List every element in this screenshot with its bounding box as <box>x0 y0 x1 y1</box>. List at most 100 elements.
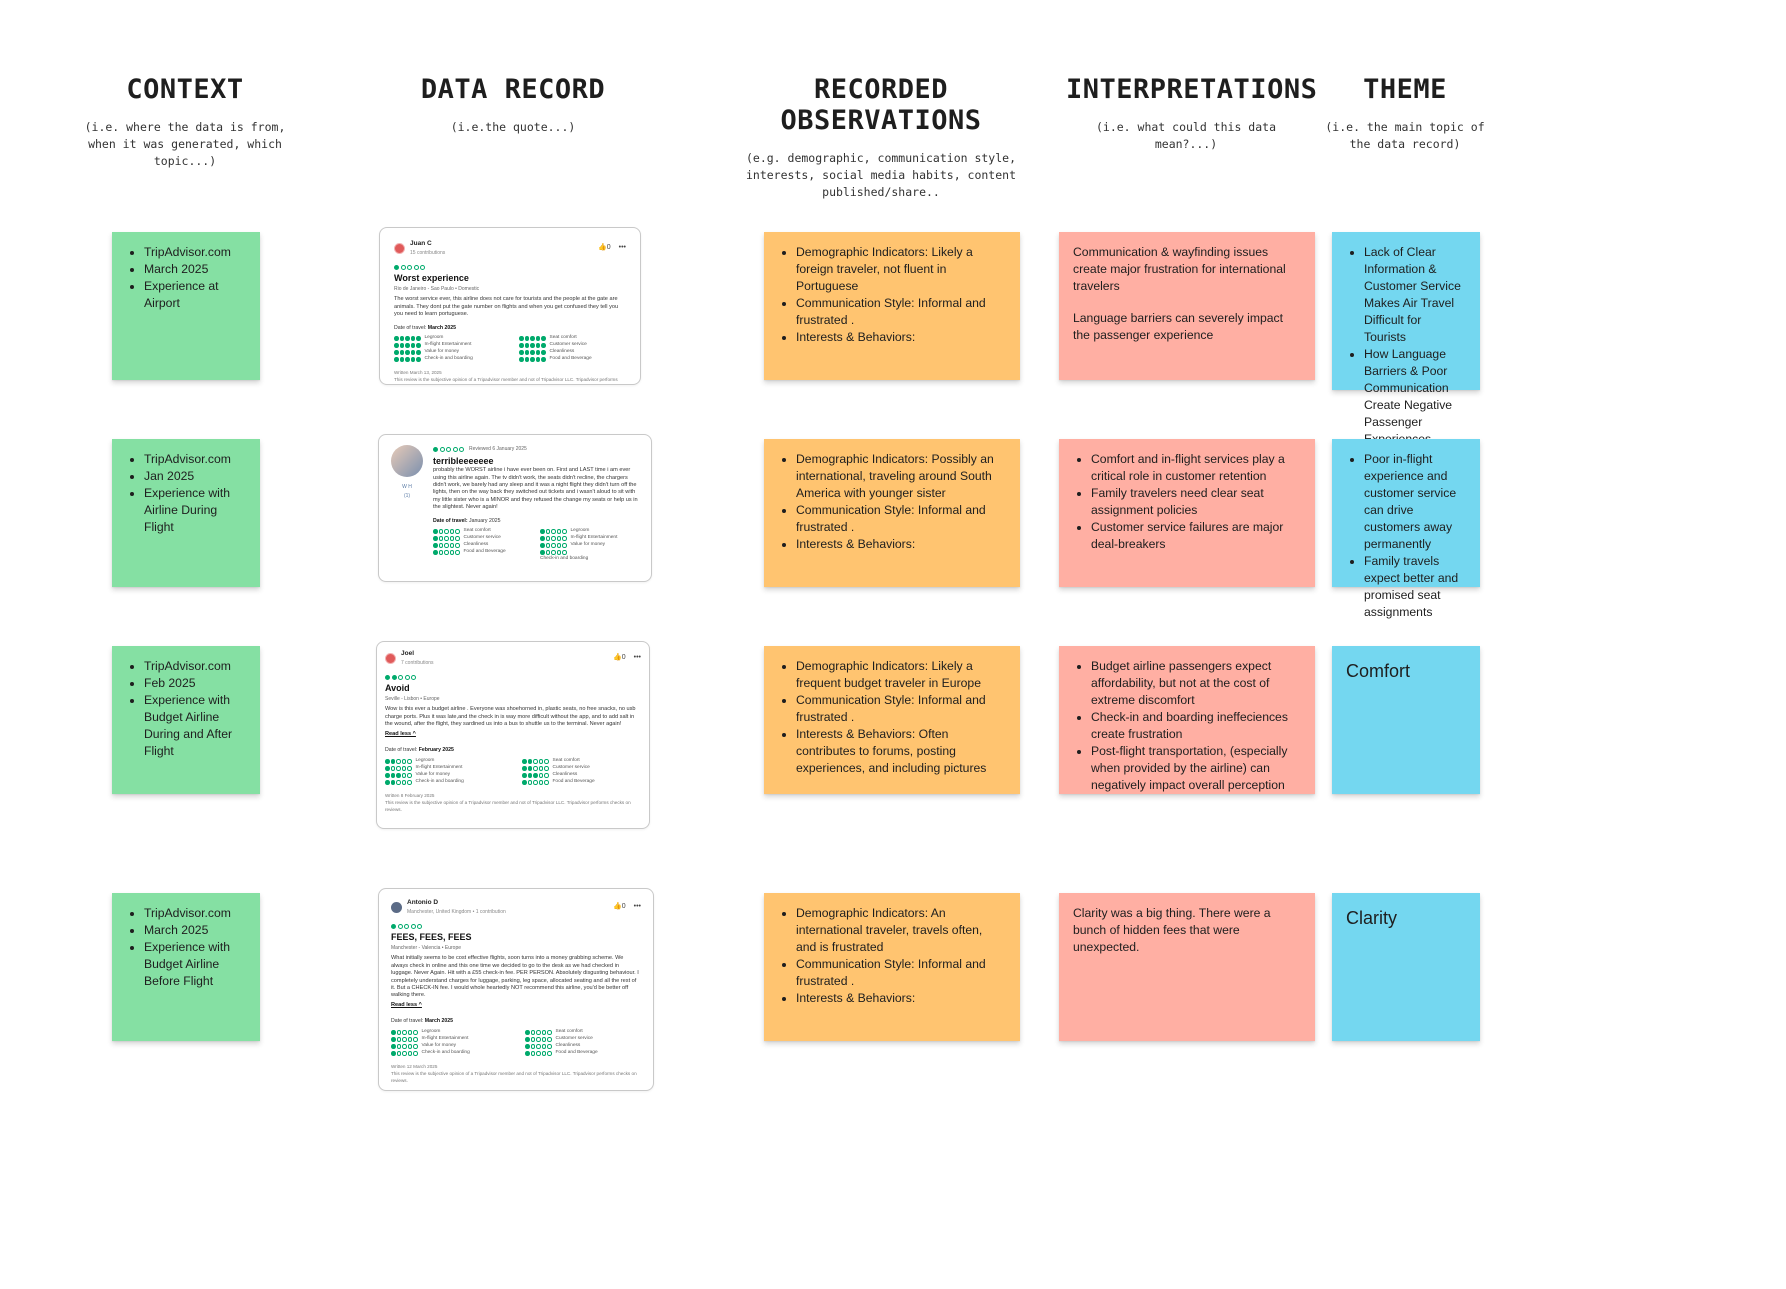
more-options-icon[interactable]: ••• <box>633 903 641 911</box>
interpretations-sticky[interactable]: Budget airline passengers expect afforda… <box>1059 646 1315 794</box>
review-card[interactable]: W H (1) Reviewed 6 January 2025 terrible… <box>378 434 652 582</box>
header-interpretations: INTERPRETATIONS (i.e. what could this da… <box>1066 74 1318 153</box>
observations-sticky[interactable]: Demographic Indicators: An international… <box>764 893 1020 1041</box>
header-title: RECORDED OBSERVATIONS <box>780 74 982 136</box>
read-less-link[interactable]: Read less ^ <box>385 730 416 737</box>
header-title: THEME <box>1363 74 1447 105</box>
header-data-record: DATA RECORD (i.e.the quote...) <box>403 74 623 136</box>
header-context: CONTEXT (i.e. where the data is from, wh… <box>75 74 295 170</box>
interpretations-sticky[interactable]: Comfort and in-flight services play a cr… <box>1059 439 1315 587</box>
context-sticky[interactable]: TripAdvisor.com Jan 2025 Experience with… <box>112 439 260 587</box>
review-route: Manchester - Valencia • Europe <box>391 944 462 951</box>
more-options-icon[interactable]: ••• <box>633 654 641 662</box>
rating-grid: Legroom Seat comfort In-flight Entertain… <box>391 1029 641 1057</box>
theme-sticky[interactable]: Comfort <box>1332 646 1480 794</box>
review-body: What initially seems to be cost effectiv… <box>391 955 639 999</box>
bubble-rating <box>385 675 641 681</box>
interpretation-item: Comfort and in-flight services play a cr… <box>1091 451 1301 485</box>
review-footer: Written March 13, 2025 This review is th… <box>394 370 618 383</box>
travel-date: Date of travel: February 2025 <box>385 747 454 754</box>
review-body: Wow is this ever a budget airline . Ever… <box>385 706 636 728</box>
context-item: Experience at Airport <box>144 278 246 312</box>
observation-item: Interests & Behaviors: Often contributes… <box>796 726 1006 777</box>
thumbs-up-icon[interactable]: 👍0 <box>598 244 611 252</box>
reviewer-name: Antonio D <box>407 899 439 906</box>
context-sticky[interactable]: TripAdvisor.com Feb 2025 Experience with… <box>112 646 260 794</box>
avatar <box>385 653 396 665</box>
interpretation-text: Language barriers can severely impact th… <box>1073 311 1284 342</box>
context-item: TripAdvisor.com <box>144 658 246 675</box>
avatar <box>391 445 423 477</box>
observation-item: Demographic Indicators: Possibly an inte… <box>796 451 1006 502</box>
review-title: Avoid <box>385 683 410 694</box>
context-sticky[interactable]: TripAdvisor.com March 2025 Experience at… <box>112 232 260 380</box>
interpretations-sticky[interactable]: Clarity was a big thing. There were a bu… <box>1059 893 1315 1041</box>
context-item: TripAdvisor.com <box>144 905 246 922</box>
theme-item: Poor in-flight experience and customer s… <box>1364 451 1466 553</box>
observation-item: Demographic Indicators: An international… <box>796 905 1006 956</box>
reviewer-contributions: 7 contributions <box>401 659 434 666</box>
context-item: TripAdvisor.com <box>144 451 246 468</box>
reviewer-name: W H <box>402 484 412 490</box>
observation-item: Interests & Behaviors: <box>796 536 1006 553</box>
like-count: 0 <box>606 244 611 252</box>
observation-item: Demographic Indicators: Likely a frequen… <box>796 658 1006 692</box>
observation-item: Communication Style: Informal and frustr… <box>796 295 1006 329</box>
header-subtitle: (i.e. what could this data mean?...) <box>1095 120 1276 151</box>
review-body: The worst service ever, this airline doe… <box>394 296 619 318</box>
interpretation-text: Communication & wayfinding issues create… <box>1073 245 1286 293</box>
context-item: Experience with Budget Airline Before Fl… <box>144 939 246 990</box>
observations-sticky[interactable]: Demographic Indicators: Likely a frequen… <box>764 646 1020 794</box>
interpretation-item: Budget airline passengers expect afforda… <box>1091 658 1301 709</box>
read-less-link[interactable]: Read less ^ <box>391 1001 422 1008</box>
bubble-rating <box>391 924 641 930</box>
observation-item: Communication Style: Informal and frustr… <box>796 956 1006 990</box>
review-card[interactable]: Juan C 15 contributions 👍0 ••• Worst exp… <box>379 227 641 385</box>
review-card[interactable]: Antonio D Manchester, United Kingdom • 1… <box>378 888 654 1091</box>
review-body: probably the WORST airline i have ever b… <box>433 467 638 511</box>
review-title: Worst experience <box>394 273 469 284</box>
observation-item: Interests & Behaviors: <box>796 329 1006 346</box>
reviewer-contributions: 15 contributions <box>410 249 446 256</box>
interpretation-text: Clarity was a big thing. There were a bu… <box>1073 906 1271 954</box>
context-item: March 2025 <box>144 922 246 939</box>
review-date: Reviewed 6 January 2025 <box>469 446 527 452</box>
header-observations: RECORDED OBSERVATIONS (e.g. demographic,… <box>711 74 1051 201</box>
travel-date: Date of travel: January 2025 <box>433 517 501 524</box>
context-item: TripAdvisor.com <box>144 244 246 261</box>
avatar <box>394 243 405 255</box>
bubble-rating <box>394 265 626 271</box>
bubble-rating <box>433 446 464 452</box>
context-item: Experience with Airline During Flight <box>144 485 246 536</box>
context-item: Experience with Budget Airline During an… <box>144 692 246 760</box>
observations-sticky[interactable]: Demographic Indicators: Likely a foreign… <box>764 232 1020 380</box>
interpretations-sticky[interactable]: Communication & wayfinding issues create… <box>1059 232 1315 380</box>
observation-item: Communication Style: Informal and frustr… <box>796 502 1006 536</box>
review-route: Seville - Lisbon • Europe <box>385 695 440 702</box>
header-title: INTERPRETATIONS <box>1066 74 1318 105</box>
interpretation-item: Post-flight transportation, (especially … <box>1091 743 1301 794</box>
review-card[interactable]: Joel 7 contributions 👍0 ••• Avoid Sevill… <box>376 641 650 829</box>
theme-text: Comfort <box>1346 661 1411 681</box>
observation-item: Communication Style: Informal and frustr… <box>796 692 1006 726</box>
interpretation-item: Customer service failures are major deal… <box>1091 519 1301 553</box>
observation-item: Interests & Behaviors: <box>796 990 1006 1007</box>
header-title: CONTEXT <box>126 74 244 105</box>
thumbs-up-icon[interactable]: 👍0 <box>613 654 626 662</box>
travel-date: Date of travel: March 2025 <box>391 1018 454 1025</box>
more-options-icon[interactable]: ••• <box>618 244 626 252</box>
observations-sticky[interactable]: Demographic Indicators: Possibly an inte… <box>764 439 1020 587</box>
thumbs-up-icon[interactable]: 👍0 <box>613 903 626 911</box>
theme-sticky[interactable]: Poor in-flight experience and customer s… <box>1332 439 1480 619</box>
observation-item: Demographic Indicators: Likely a foreign… <box>796 244 1006 295</box>
context-item: Jan 2025 <box>144 468 246 485</box>
theme-item: Family travels expect better and promise… <box>1364 553 1466 621</box>
theme-sticky[interactable]: Clarity <box>1332 893 1480 1041</box>
header-subtitle: (i.e. where the data is from, when it wa… <box>84 120 286 168</box>
context-sticky[interactable]: TripAdvisor.com March 2025 Experience wi… <box>112 893 260 1041</box>
theme-sticky[interactable]: Lack of Clear Information & Customer Ser… <box>1332 232 1480 446</box>
rating-grid: Legroom Seat comfort In-flight Entertain… <box>385 758 641 786</box>
header-subtitle: (e.g. demographic, communication style, … <box>745 151 1017 199</box>
interpretation-item: Check-in and boarding ineffeciences crea… <box>1091 709 1301 743</box>
header-title: DATA RECORD <box>420 74 606 105</box>
